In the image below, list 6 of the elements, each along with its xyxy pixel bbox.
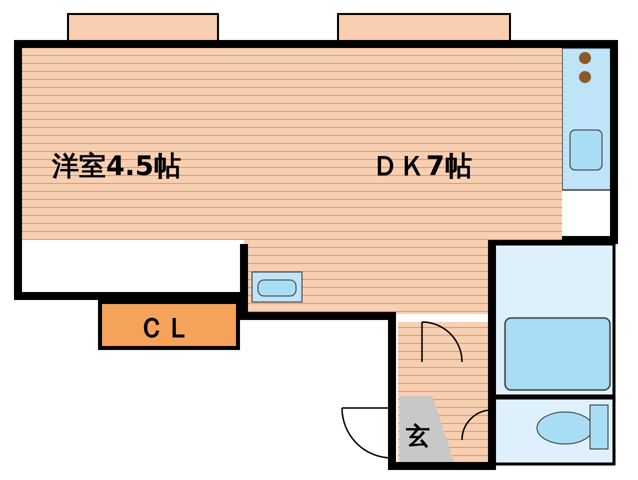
room-label: 洋室4.5帖	[52, 150, 181, 184]
room-label: ＣＬ	[138, 312, 192, 346]
closet	[98, 300, 240, 350]
room-label: ＤＫ7帖	[372, 150, 472, 184]
room-floor	[22, 48, 562, 240]
room-label: 玄	[406, 421, 430, 452]
